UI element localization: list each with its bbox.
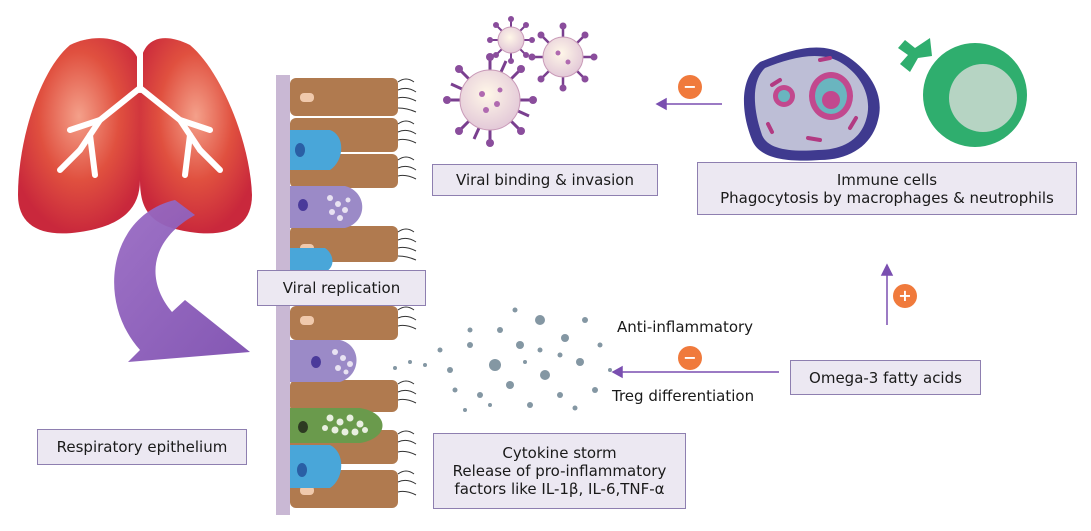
macrophage <box>743 47 880 161</box>
label-omega3: Omega-3 fatty acids <box>790 360 981 395</box>
virus-particles <box>443 16 598 147</box>
virus-large <box>443 53 537 147</box>
label-respiratory-epithelium: Respiratory epithelium <box>37 429 247 465</box>
label-viral-replication: Viral replication <box>257 270 426 306</box>
label-cytokine-storm: Cytokine storm Release of pro-inflammato… <box>433 433 686 509</box>
immune-title-text: Immune cells <box>836 170 938 189</box>
cilia <box>397 78 417 496</box>
treg-text: Treg differentiation <box>612 387 755 405</box>
respiratory-epithelium-text: Respiratory epithelium <box>56 438 228 456</box>
promote-sign-immune: + <box>893 284 917 308</box>
anti-inflammatory-text: Anti-inflammatory <box>617 318 754 336</box>
inhibit-sign-virus: − <box>678 75 702 99</box>
epithelial-cells <box>290 78 398 508</box>
omega3-text: Omega-3 fatty acids <box>809 368 962 387</box>
bronchi <box>57 27 223 178</box>
lungs-illustration <box>18 27 252 234</box>
virus-small <box>487 16 535 64</box>
cytokine-particles <box>393 307 612 412</box>
left-lung <box>18 38 140 234</box>
cytokine-title-text: Cytokine storm <box>502 444 617 462</box>
cytokine-line3-text: factors like IL-1β, IL-6,TNF-α <box>454 480 665 498</box>
label-viral-binding: Viral binding & invasion <box>432 164 658 196</box>
cytokine-line2-text: Release of pro-inflammatory <box>452 462 667 480</box>
viral-binding-text: Viral binding & invasion <box>456 171 634 189</box>
virus-medium <box>528 22 598 92</box>
immune-sub-text: Phagocytosis by macrophages & neutrophil… <box>720 188 1054 207</box>
neutrophil <box>898 38 1027 147</box>
right-lung <box>140 38 252 234</box>
viral-replication-text: Viral replication <box>282 279 401 297</box>
curved-arrow <box>114 200 250 362</box>
label-immune-cells: Immune cells Phagocytosis by macrophages… <box>697 162 1077 215</box>
inhibit-sign-cytokine: − <box>678 346 702 370</box>
small-arrows <box>611 97 894 379</box>
